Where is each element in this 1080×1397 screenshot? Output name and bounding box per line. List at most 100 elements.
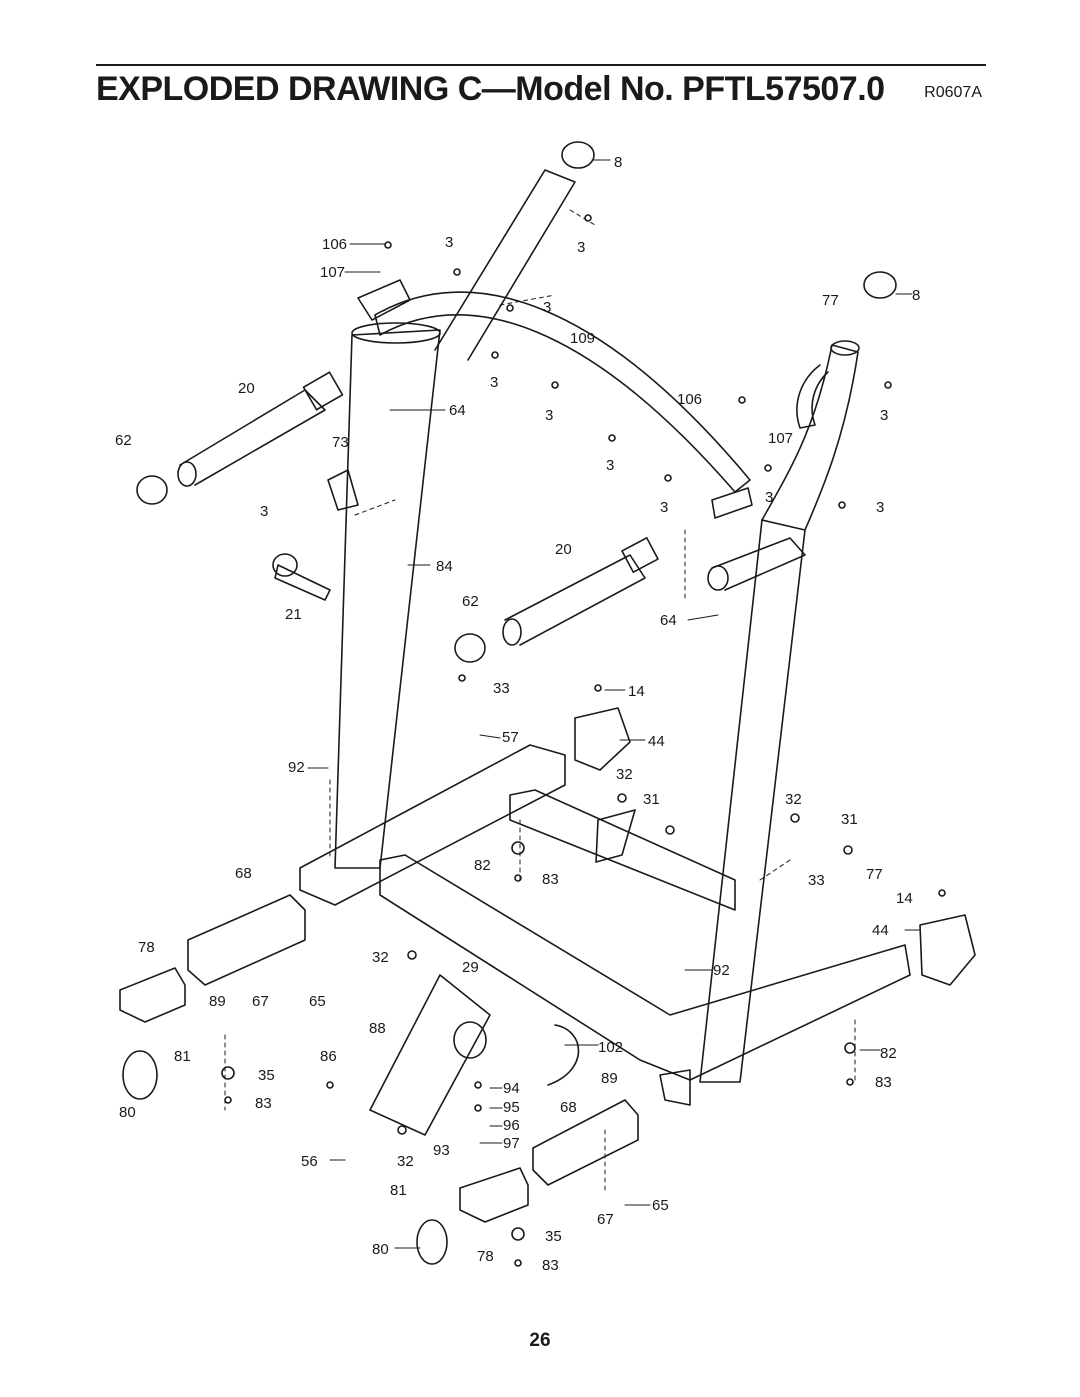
part-label: 35 [545, 1228, 562, 1245]
part-label: 67 [252, 993, 269, 1010]
knob-top [561, 141, 595, 169]
part-label: 94 [503, 1080, 520, 1097]
part-label: 80 [119, 1104, 136, 1121]
page-number: 26 [529, 1330, 551, 1351]
part-label: 32 [372, 949, 389, 966]
part-label: 107 [768, 430, 793, 447]
left-handle-tube [434, 169, 576, 361]
part-label: 83 [542, 1257, 559, 1274]
part-label: 20 [555, 541, 572, 558]
right-tube-connector [621, 537, 659, 573]
part-label: 14 [896, 890, 913, 907]
end-cap-right [454, 633, 486, 663]
left-upright [334, 329, 441, 869]
base-connector [595, 809, 636, 863]
part-label: 64 [449, 402, 466, 419]
motor-frame [369, 974, 491, 1136]
part-label: 44 [872, 922, 889, 939]
right-tube-end [502, 618, 522, 646]
front-tube-right [532, 1099, 639, 1186]
drawing-code: R0607A [924, 84, 982, 101]
wheel-left [122, 1050, 158, 1100]
bracket-73 [327, 469, 359, 511]
part-label: 82 [474, 857, 491, 874]
part-label: 83 [255, 1095, 272, 1112]
base-inner-rail [509, 789, 736, 911]
part-label: 84 [436, 558, 453, 575]
part-label: 3 [660, 499, 668, 516]
part-label: 93 [433, 1142, 450, 1159]
knob-right [863, 271, 897, 299]
part-label: 3 [260, 503, 268, 520]
part-label: 31 [841, 811, 858, 828]
part-label: 92 [288, 759, 305, 776]
motor-pulley [453, 1021, 487, 1059]
part-label: 3 [765, 489, 773, 506]
part-label: 8 [614, 154, 622, 171]
part-label: 107 [320, 264, 345, 281]
part-label: 77 [866, 866, 883, 883]
foot-44-lower [919, 914, 976, 986]
part-label: 32 [785, 791, 802, 808]
foot-44-upper [574, 707, 631, 771]
left-tube-20 [179, 389, 326, 486]
left-tube-end [177, 461, 197, 487]
left-upright-top [351, 322, 441, 344]
part-label: 83 [542, 871, 559, 888]
part-label: 33 [493, 680, 510, 697]
right-cross-tube-end [707, 565, 729, 591]
part-label: 82 [880, 1045, 897, 1062]
part-label: 3 [543, 299, 551, 316]
part-label: 3 [445, 234, 453, 251]
part-label: 44 [648, 733, 665, 750]
part-label: 109 [570, 330, 595, 347]
part-label: 35 [258, 1067, 275, 1084]
part-label: 64 [660, 612, 677, 629]
part-label: 65 [652, 1197, 669, 1214]
crossbar-bracket-left [357, 279, 411, 321]
page-title: EXPLODED DRAWING C—Model No. PFTL57507.0 [96, 70, 885, 108]
part-label: 31 [643, 791, 660, 808]
part-label: 81 [390, 1182, 407, 1199]
part-label: 20 [238, 380, 255, 397]
part-label: 81 [174, 1048, 191, 1065]
part-label: 3 [876, 499, 884, 516]
part-label: 32 [616, 766, 633, 783]
part-label: 78 [138, 939, 155, 956]
part-label: 8 [912, 287, 920, 304]
part-label: 73 [332, 434, 349, 451]
part-label: 97 [503, 1135, 520, 1152]
part-label: 33 [808, 872, 825, 889]
part-label: 56 [301, 1153, 318, 1170]
part-label: 92 [713, 962, 730, 979]
part-label: 3 [490, 374, 498, 391]
part-label: 14 [628, 683, 645, 700]
part-label: 65 [309, 993, 326, 1010]
part-label: 3 [577, 239, 585, 256]
part-label: 83 [875, 1074, 892, 1091]
part-label: 62 [115, 432, 132, 449]
part-label: 57 [502, 729, 519, 746]
part-label: 29 [462, 959, 479, 976]
fastener-group [221, 214, 946, 1267]
part-label: 3 [880, 407, 888, 424]
crossbar-bracket-right [711, 487, 753, 519]
end-cap-left [136, 475, 168, 505]
part-label: 67 [597, 1211, 614, 1228]
title-rule [96, 64, 986, 66]
part-label: 68 [235, 865, 252, 882]
part-label: 21 [285, 606, 302, 623]
base-left-rail [299, 744, 566, 906]
base-right-foot [659, 1069, 691, 1106]
part-label: 32 [397, 1153, 414, 1170]
part-label: 86 [320, 1048, 337, 1065]
part-label: 89 [209, 993, 226, 1010]
part-label: 77 [822, 292, 839, 309]
part-label: 80 [372, 1241, 389, 1258]
part-label: 89 [601, 1070, 618, 1087]
right-handle-loop [796, 364, 829, 429]
right-cross-tube [711, 537, 806, 591]
left-tube-connector [302, 371, 344, 411]
